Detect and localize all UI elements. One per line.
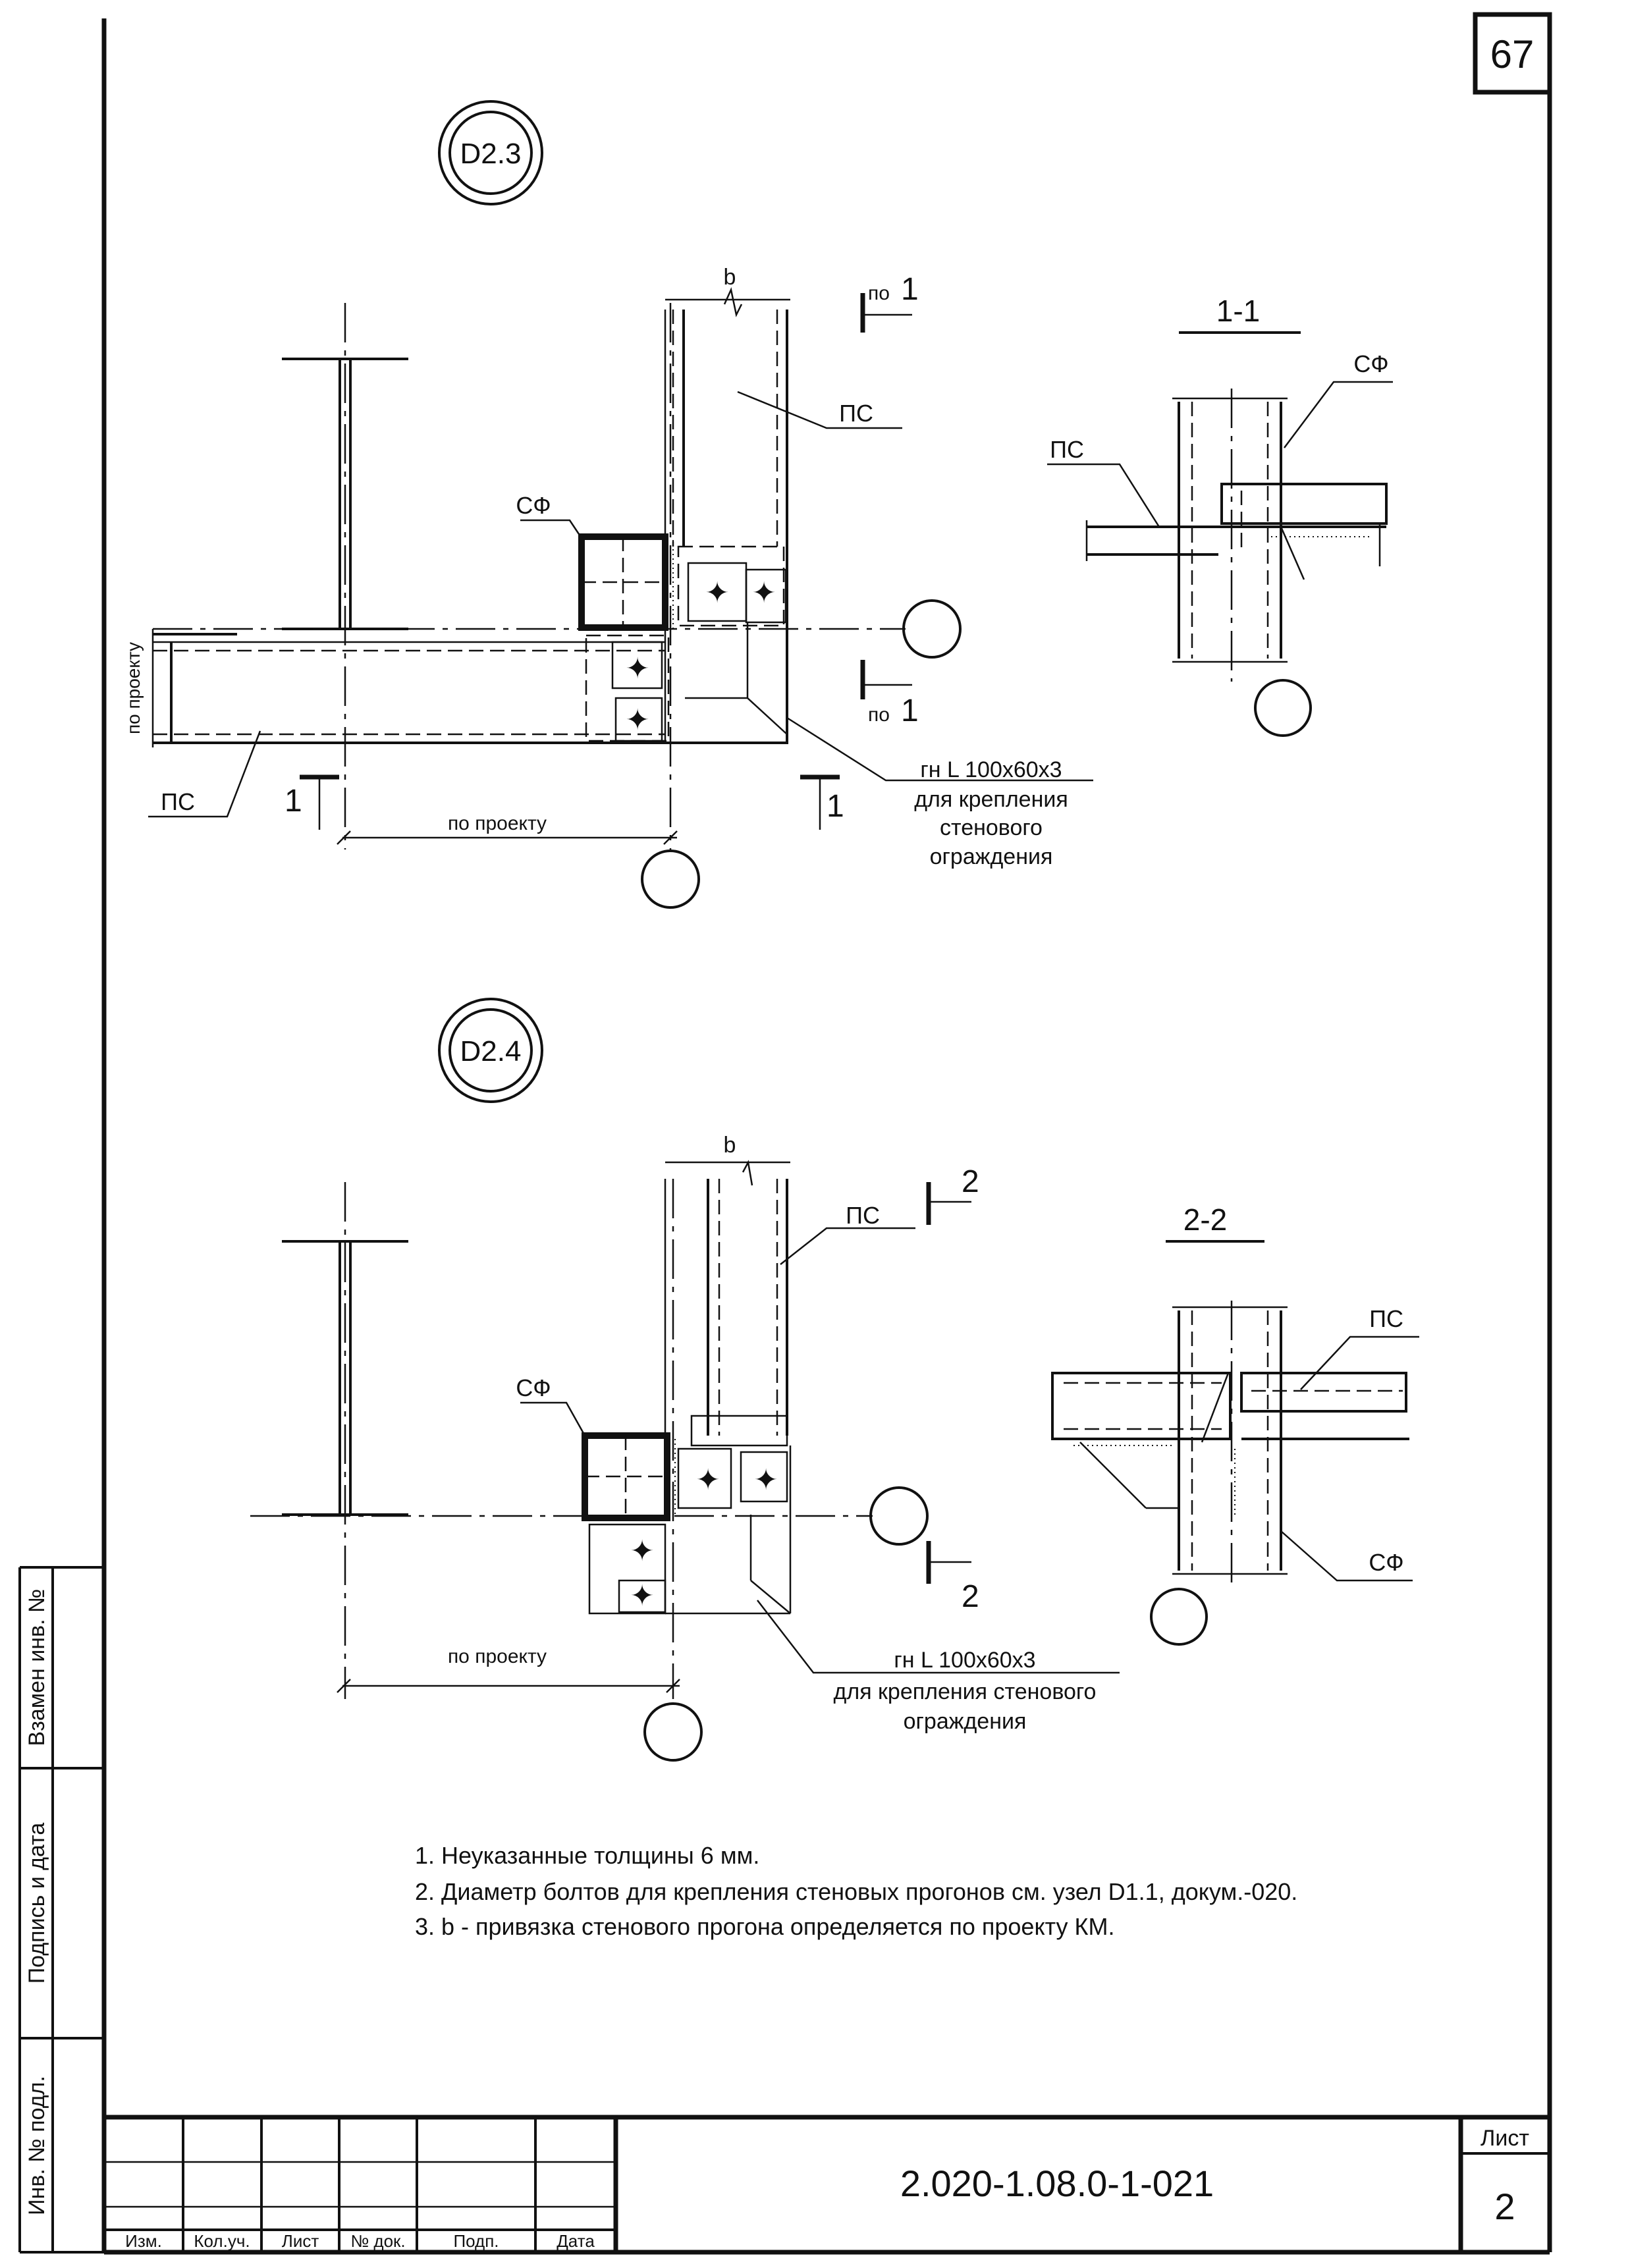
tb-col-podp: Подп. (453, 2231, 499, 2251)
section-number-top-d24: 2 (962, 1164, 979, 1199)
note-1: 1. Неуказанные толщины 6 мм. (415, 1842, 759, 1869)
section-marks-d23 (300, 293, 912, 830)
section-marks-d24 (926, 1182, 971, 1584)
bolt-icon: ✦ (630, 1580, 655, 1612)
leaders-d23 (148, 391, 1093, 818)
section-2-2-label-sf: СФ (1369, 1549, 1403, 1576)
label-ps-left-d23: ПС (161, 788, 195, 815)
tb-col-list: Лист (282, 2231, 319, 2251)
bolt-icon: ✦ (626, 653, 650, 685)
note-3: 3. b - привязка стенового прогона опреде… (415, 1913, 1114, 1940)
tb-col-doc: № док. (350, 2231, 405, 2251)
side-stamp (18, 1566, 104, 2254)
column-i-beam-d23 (282, 303, 408, 850)
detail-marker-d23-label: D2.3 (460, 138, 522, 170)
section-2-2-label-ps: ПС (1369, 1305, 1403, 1332)
bolt-icon: ✦ (630, 1535, 655, 1567)
section-number-top-d23: 1 (901, 272, 919, 307)
axis-lines-d23 (153, 303, 962, 909)
dim-vertical-d23: по проекту (123, 642, 144, 734)
bolt-icon: ✦ (754, 1464, 778, 1496)
angle-note-line1-d24: гн L 100х60х3 (894, 1648, 1035, 1673)
connection-plates-d24 (588, 1415, 792, 1615)
sheet-value: 2 (1494, 2186, 1515, 2227)
note-2: 2. Диаметр болтов для крепления стеновых… (415, 1878, 1297, 1905)
detail-marker-d23 (438, 100, 543, 205)
angle-note-line3-d23: стенового (940, 815, 1043, 840)
label-ps-top-d24: ПС (846, 1202, 880, 1229)
dimension-horizontal-d24 (337, 1679, 680, 1693)
bolt-icon: ✦ (696, 1464, 720, 1496)
bolt-icons-d24: ✦ ✦ ✦ ✦ (630, 1464, 778, 1612)
sf-strut-d23 (578, 533, 674, 631)
sf-strut-d24 (582, 1432, 676, 1521)
detail-marker-d24-label: D2.4 (460, 1035, 522, 1067)
angle-note-line2-d23: для крепления (914, 787, 1068, 812)
angle-note-line1-d23: гн L 100х60х3 (920, 757, 1062, 782)
section-number-bottom-d23: 1 (901, 693, 919, 728)
sheet-number-top: 67 (1490, 32, 1535, 76)
purlin-top-d23 (664, 287, 790, 744)
label-sf-d23: СФ (516, 492, 551, 519)
section-1-1-label-sf: СФ (1353, 350, 1388, 377)
leaders-2-2 (1280, 1336, 1419, 1582)
tb-col-kol: Кол.уч. (194, 2231, 250, 2251)
bolt-icon: ✦ (752, 577, 776, 609)
stamp-inv: Инв. № подл. (24, 2076, 49, 2215)
dim-b-d24: b (724, 1133, 736, 1158)
document-code: 2.020-1.08.0-1-021 (900, 2163, 1214, 2204)
purlin-top-d24 (664, 1160, 790, 1436)
section-number-bottom-d24: 2 (962, 1579, 979, 1614)
section-title-1-1: 1-1 (1216, 294, 1260, 328)
purlin-left-d23 (151, 629, 787, 747)
angle-note-line2-d24: для крепления стенового (834, 1679, 1097, 1704)
section-2-2-view (1051, 1301, 1409, 1646)
label-ps-top-d23: ПС (839, 400, 873, 427)
bolt-icons-d23: ✦ ✦ ✦ ✦ (626, 577, 776, 736)
column-i-beam-d24 (282, 1182, 408, 1699)
leaders-d24 (520, 1227, 1120, 1674)
tb-col-izm: Изм. (125, 2231, 162, 2251)
bolt-icon: ✦ (626, 704, 650, 736)
dimension-horizontal-d23 (337, 830, 678, 845)
title-block (104, 2115, 1550, 2252)
section-1-1-label-ps: ПС (1050, 436, 1084, 463)
stamp-podpis: Подпись и дата (24, 1823, 49, 1984)
leaders-1-1 (1047, 381, 1393, 527)
dim-horizontal-d24: по проекту (448, 1646, 547, 1667)
sheet-frame (101, 12, 1552, 2255)
section-number-right-d23: 1 (827, 789, 844, 824)
section-1-1-view (1085, 389, 1388, 737)
section-title-2-2: 2-2 (1183, 1202, 1227, 1237)
angle-note-line4-d23: ограждения (930, 844, 1053, 869)
section-view-label-top-d23: по (868, 283, 890, 304)
sheet-label: Лист (1481, 2126, 1529, 2151)
tb-col-data: Дата (557, 2231, 595, 2251)
dim-b-d23: b (724, 265, 736, 290)
angle-note-line3-d24: ограждения (904, 1709, 1027, 1734)
section-view-label-bottom-d23: по (868, 704, 890, 726)
dim-horizontal-d23: по проекту (448, 813, 547, 834)
axis-lines-d24 (250, 1179, 929, 1762)
section-number-left-d23: 1 (285, 784, 302, 819)
label-sf-d24: СФ (516, 1374, 551, 1401)
detail-marker-d24 (438, 998, 543, 1103)
bolt-icon: ✦ (705, 577, 730, 609)
connection-plates-d23 (585, 545, 788, 742)
stamp-vzamen: Взамен инв. № (24, 1589, 49, 1746)
